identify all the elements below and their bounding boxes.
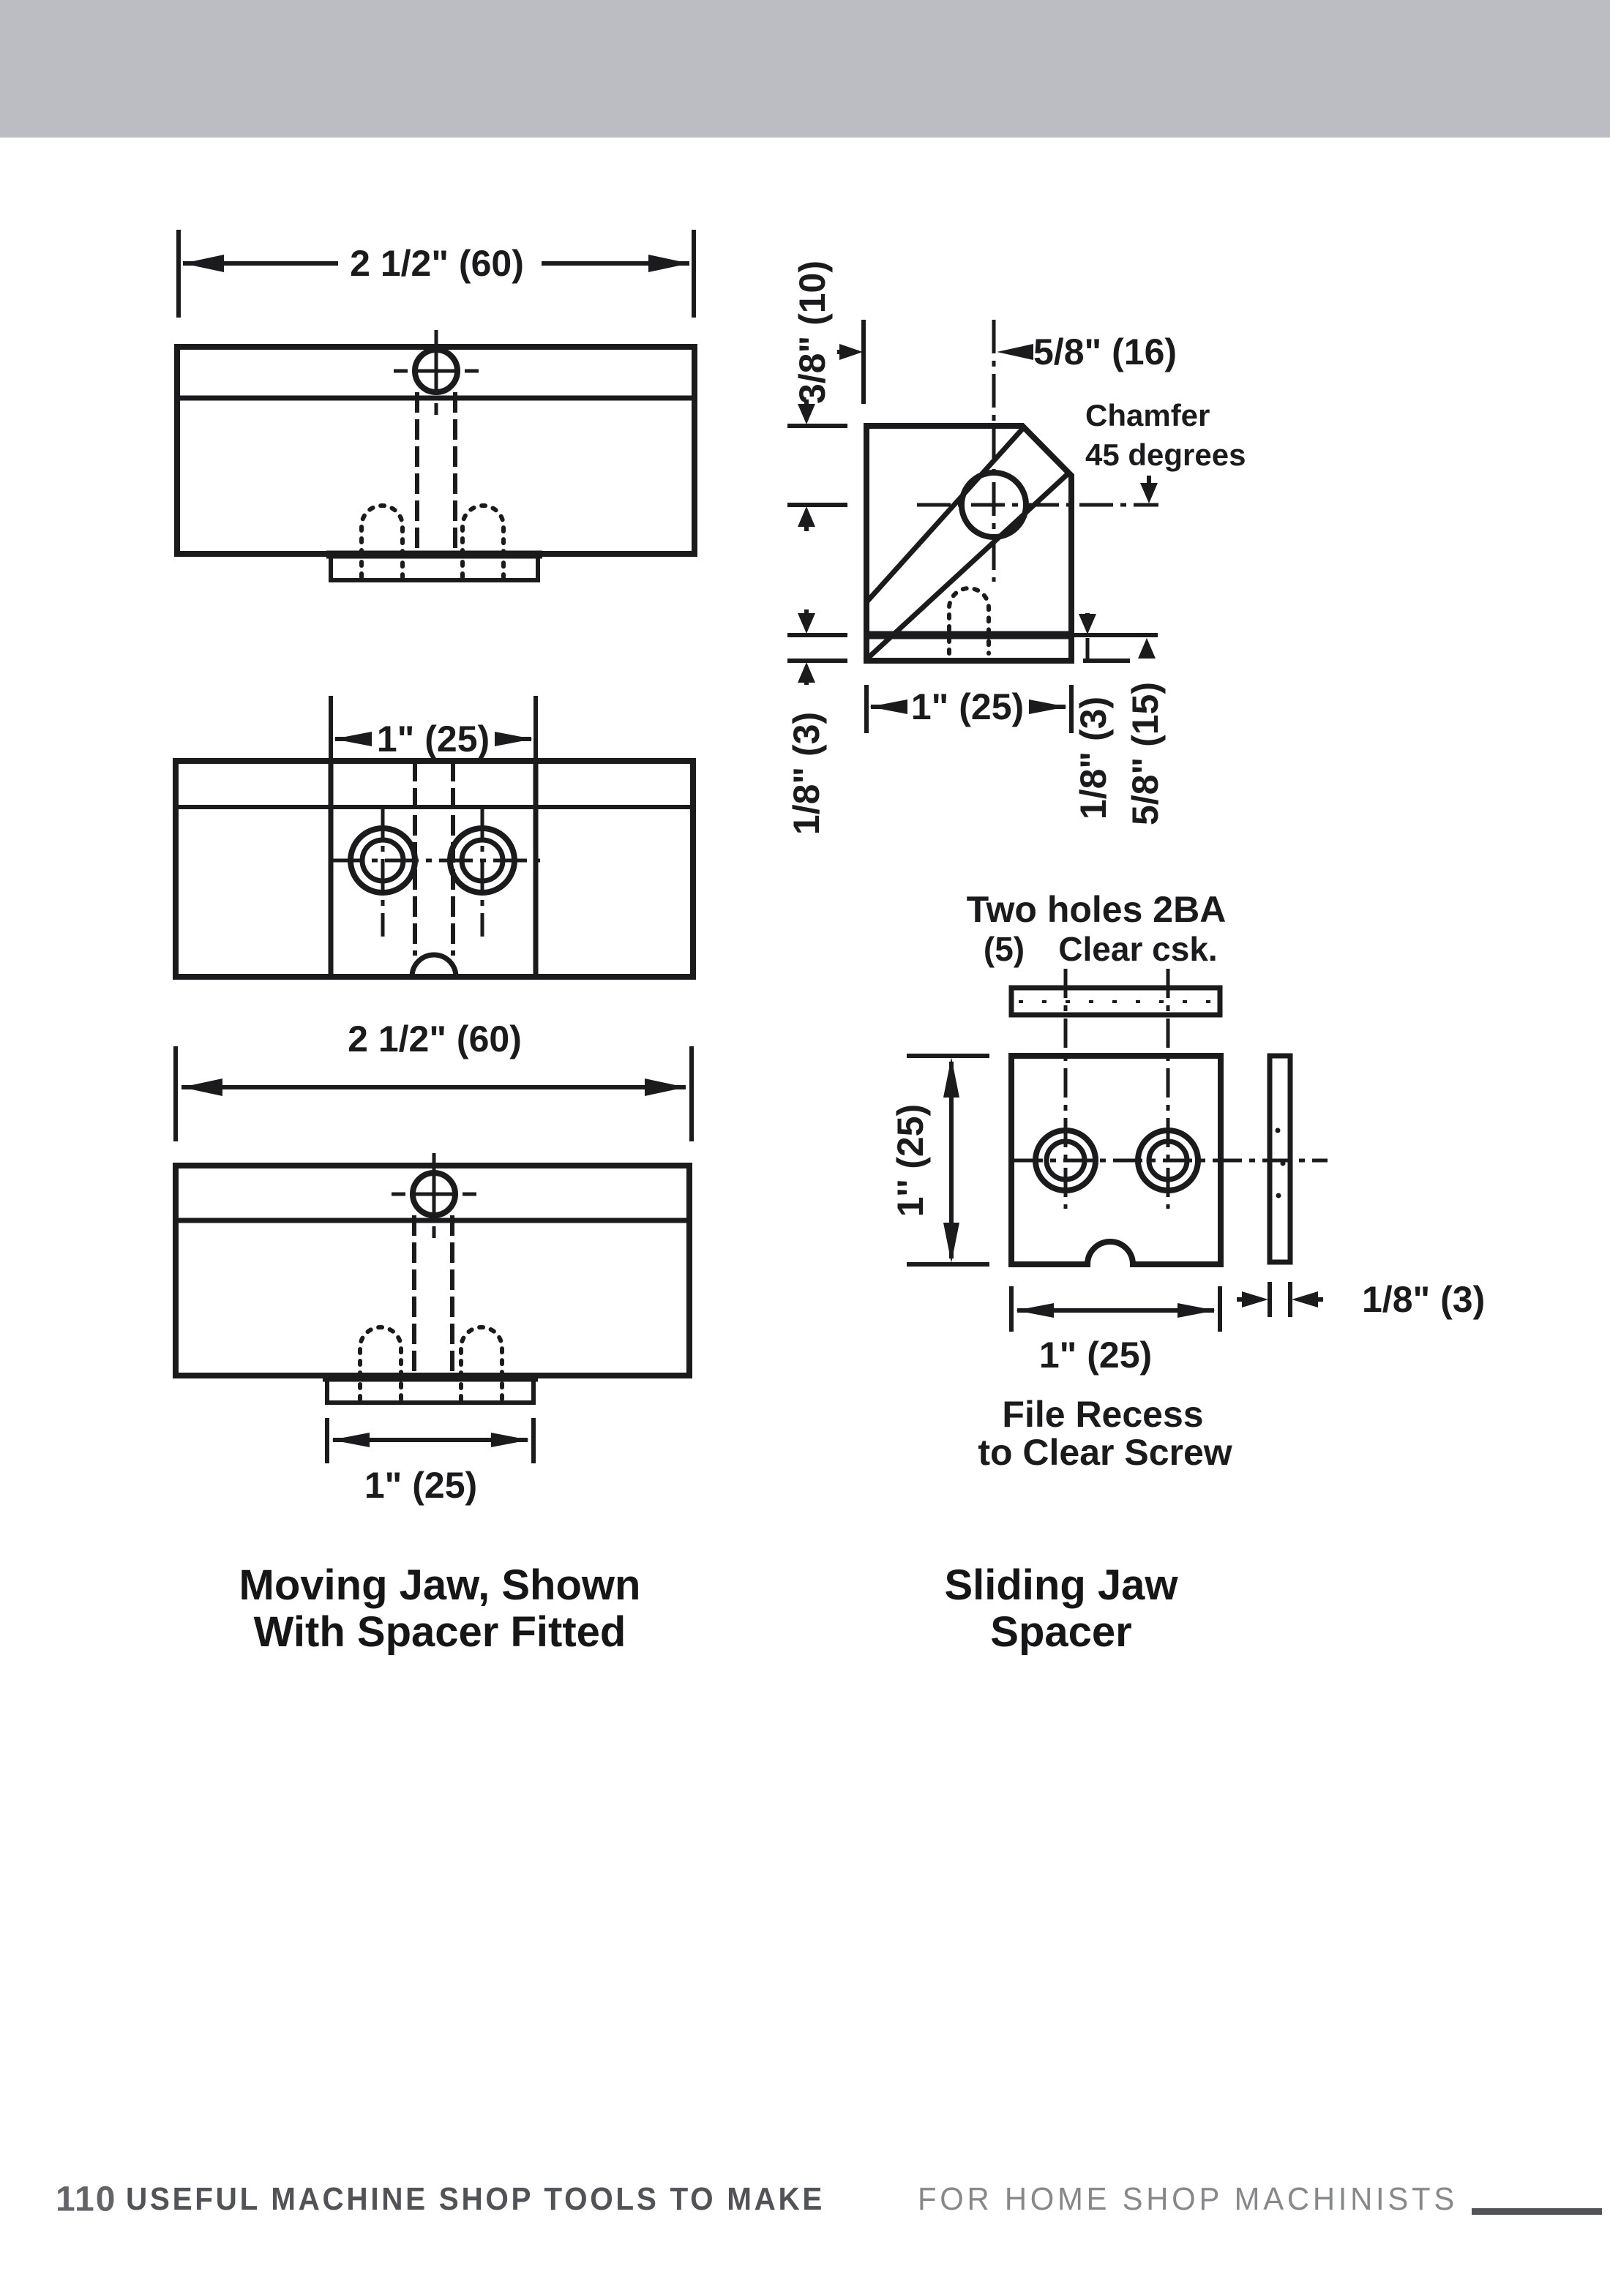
page-number: 110 (56, 2180, 117, 2219)
dim-label-width-25-plan: 1" (25) (376, 719, 490, 759)
moving-jaw-side-view (787, 320, 1158, 733)
footer-rule (1472, 2208, 1602, 2215)
caption-moving-jaw-line1: Moving Jaw, Shown (239, 1561, 641, 1609)
dim-label-center-offset: 5/8" (16) (1033, 331, 1177, 372)
moving-jaw-with-spacer-view (173, 1046, 694, 1463)
dim-label-top-offset: 3/8" (10) (792, 260, 833, 405)
dim-label-plate-thickness-right: 1/8" (3) (1073, 696, 1114, 820)
footer-book-subtitle: FOR HOME SHOP MACHINISTS (918, 2181, 1458, 2217)
dim-label-spacer-width: 1" (25) (364, 1465, 478, 1506)
footer-book-title: USEFUL MACHINE SHOP TOOLS TO MAKE (126, 2181, 825, 2217)
dim-label-width-60-bottom: 2 1/2" (60) (348, 1018, 522, 1059)
spacer-holes-csk-note: Clear csk. (1058, 930, 1218, 968)
spacer-holes-note: Two holes 2BA (966, 889, 1227, 930)
dim-label-spacer-height: 1'' (25) (890, 1103, 931, 1218)
chamfer-note-line2: 45 degrees (1085, 438, 1246, 472)
sliding-jaw-spacer-views (907, 969, 1328, 1332)
caption-sliding-jaw-line1: Sliding Jaw (944, 1561, 1178, 1609)
dim-label-spacer-front-width: 1" (25) (1038, 1335, 1153, 1376)
caption-moving-jaw-line2: With Spacer Fitted (253, 1608, 626, 1656)
dim-label-side-height: 5/8" (15) (1125, 681, 1166, 826)
moving-jaw-front-view (174, 230, 697, 582)
dim-label-side-width: 1" (25) (910, 686, 1025, 727)
spacer-recess-note-line2: to Clear Screw (978, 1432, 1232, 1473)
dim-label-width-60: 2 1/2" (60) (350, 243, 524, 284)
chamfer-note-line1: Chamfer (1085, 398, 1210, 432)
moving-jaw-plan-view (173, 696, 696, 980)
caption-sliding-jaw-line2: Spacer (990, 1608, 1132, 1656)
dim-label-spacer-thickness: 1/8" (3) (1362, 1279, 1486, 1320)
spacer-recess-note-line1: File Recess (1002, 1394, 1204, 1435)
spacer-holes-size-note: (5) (983, 930, 1025, 968)
top-banner (0, 0, 1610, 138)
dim-label-plate-thickness-left: 1/8" (3) (786, 711, 827, 836)
